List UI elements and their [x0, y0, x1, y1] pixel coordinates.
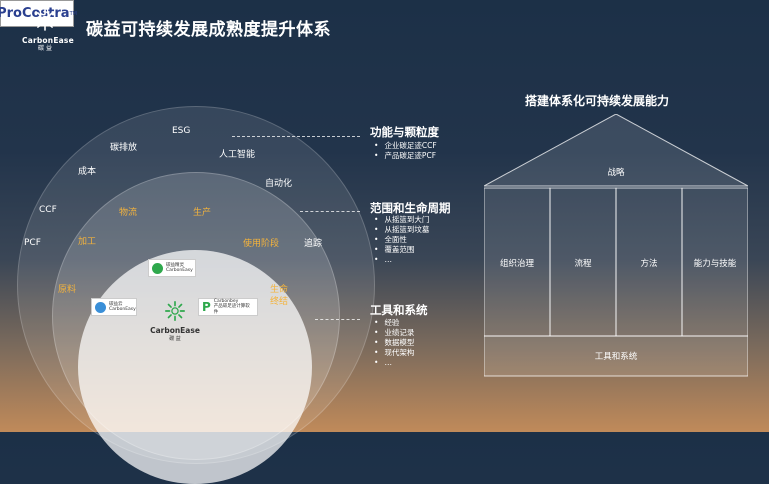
connector-scope — [300, 211, 360, 212]
list-item: … — [374, 255, 429, 265]
outer-label-carbon-emission: 碳排放 — [110, 143, 138, 153]
sunburst-logo-icon — [34, 9, 56, 31]
outer-label-tracking: 追踪 — [304, 239, 323, 249]
center-brand-text: CarbonEase — [150, 326, 200, 335]
carboneasy-sprite-sub: CarbonEasy — [166, 268, 193, 273]
list-item: 现代架构 — [374, 348, 414, 358]
house-pillar-2 — [549, 187, 617, 337]
middle-label-production: 生产 — [193, 208, 212, 218]
procostra-text: ProCostra — [0, 6, 70, 21]
house-roof-label: 战略 — [607, 168, 625, 178]
center-cn-text: 碳 益 — [169, 336, 181, 342]
middle-label-use-phase: 使用阶段 — [243, 239, 280, 249]
list-item: 全面性 — [374, 235, 429, 245]
house-pillar-3 — [615, 187, 683, 337]
house-foundation — [484, 335, 748, 377]
carboneasy-cloud-logo: 碳益云 CarbonEasy — [91, 298, 137, 316]
annotation-list-scope: 从摇篮到大门 从摇篮到坟墓 全面性 覆盖范围 … — [374, 215, 429, 265]
house-pillar-label-4: 能力与技能 — [693, 259, 737, 269]
list-item: 从摇篮到大门 — [374, 215, 429, 225]
list-item: … — [374, 358, 414, 368]
pcf-letter: P — [202, 300, 211, 314]
middle-label-processing: 加工 — [78, 237, 97, 247]
house-pillar-label-1: 组织治理 — [499, 259, 534, 269]
house-pillar-label-2: 流程 — [574, 259, 592, 269]
page-title: 碳益可持续发展成熟度提升体系 — [86, 20, 331, 40]
middle-label-logistics: 物流 — [119, 208, 138, 218]
list-item: 业绩记录 — [374, 328, 414, 338]
logo-cn-text: 碳 益 — [38, 45, 52, 52]
middle-label-end-of-life-2: 终结 — [270, 297, 289, 307]
annotation-list-function: 企业碳足迹CCF 产品碳足迹PCF — [374, 141, 437, 161]
outer-label-ccf: CCF — [39, 205, 57, 215]
carboneasy-sprite-name: 碳益精灵 — [166, 262, 184, 268]
list-item: 经验 — [374, 318, 414, 328]
middle-label-raw-material: 原料 — [58, 285, 77, 295]
outer-label-automation: 自动化 — [265, 179, 293, 189]
house-pillar-1 — [484, 187, 551, 337]
sunburst-logo-icon — [165, 301, 185, 321]
outer-label-ai: 人工智能 — [219, 150, 256, 160]
carboneasy-cloud-sub: CarbonEasy — [109, 307, 136, 312]
house-foundation-label: 工具和系统 — [594, 352, 638, 362]
middle-label-end-of-life-1: 生命 — [270, 285, 289, 295]
house-title: 搭建体系化可持续发展能力 — [525, 94, 670, 108]
carbonease-logo: CarbonEase 碳 益 — [22, 8, 74, 53]
list-item: 产品碳足迹PCF — [374, 151, 437, 161]
carboneasy-c-icon — [95, 301, 106, 313]
list-item: 数据模型 — [374, 338, 414, 348]
capability-house-diagram — [484, 114, 748, 377]
outer-label-pcf: PCF — [24, 238, 41, 248]
house-pillar-label-3: 方法 — [640, 259, 658, 269]
outer-label-esg: ESG — [172, 126, 191, 136]
carboneasy-leaf-icon — [152, 262, 163, 274]
pcf-software-name: Carbonbey — [213, 298, 239, 304]
list-item: 从摇篮到坟墓 — [374, 225, 429, 235]
list-item: 企业碳足迹CCF — [374, 141, 436, 151]
pcf-software-logo: P Carbonbey 产品碳足迹计算软件 — [198, 298, 258, 316]
annotation-heading-tools: 工具和系统 — [370, 303, 428, 317]
carboneasy-sprite-logo: 碳益精灵 CarbonEasy — [148, 259, 196, 277]
center-carbonease-logo: CarbonEase 碳 益 — [147, 300, 203, 342]
annotation-heading-scope: 范围和生命周期 — [370, 201, 451, 215]
annotation-heading-function: 功能与颗粒度 — [370, 125, 439, 139]
list-item: 覆盖范围 — [374, 245, 429, 255]
annotation-list-tools: 经验 业绩记录 数据模型 现代架构 … — [374, 318, 414, 368]
connector-function — [232, 136, 360, 137]
connector-tools — [315, 319, 360, 320]
procostra-tm: TM — [69, 10, 77, 17]
pcf-software-sub: 产品碳足迹计算软件 — [213, 304, 250, 315]
house-roof — [484, 114, 748, 187]
carboneasy-cloud-name: 碳益云 — [109, 301, 123, 307]
outer-label-cost: 成本 — [78, 167, 97, 177]
logo-brand-text: CarbonEase — [22, 36, 74, 45]
